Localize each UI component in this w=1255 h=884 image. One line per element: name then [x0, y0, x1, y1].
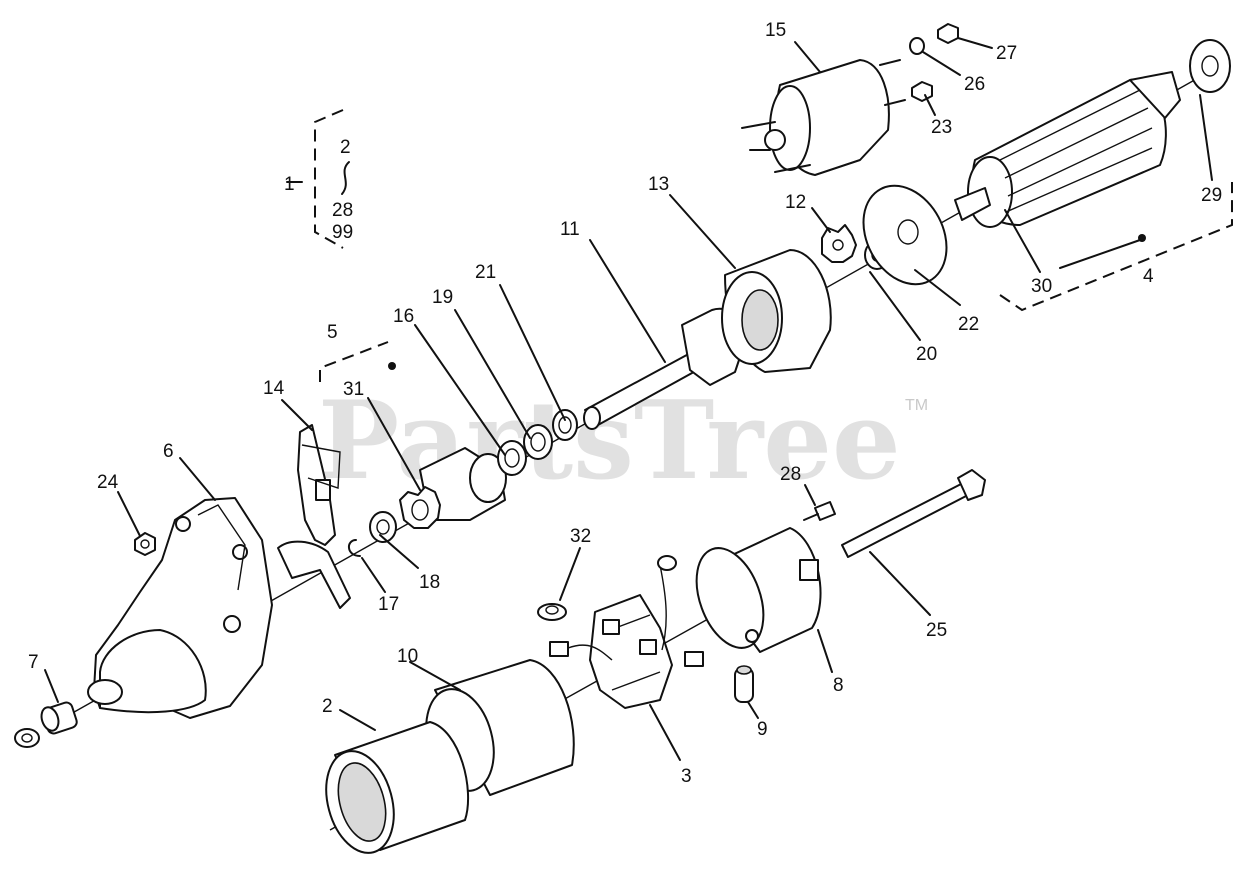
callout-4: 4 — [1143, 266, 1154, 287]
callout-21: 21 — [475, 262, 496, 283]
overrunning-clutch-part-31 — [399, 447, 507, 529]
callout-11: 11 — [560, 219, 580, 240]
nut-part-24 — [134, 532, 156, 556]
drive-housing-part-6 — [87, 497, 273, 719]
kit-bracket-1 — [286, 109, 350, 249]
callout-16: 16 — [393, 306, 414, 327]
callout-26: 26 — [964, 74, 985, 95]
planet-gear-part-12 — [821, 224, 857, 263]
grommet-part-9 — [734, 665, 754, 703]
callout-1: 1 — [284, 174, 295, 195]
brush-holder-part-3 — [549, 555, 704, 709]
callout-2: 2 — [322, 696, 333, 717]
callout-1-kit-99: 99 — [332, 222, 353, 243]
callout-22: 22 — [958, 314, 979, 335]
callout-19: 19 — [432, 287, 453, 308]
armature-part-4 — [954, 71, 1181, 242]
snap-ring-part-17 — [348, 539, 361, 557]
callout-10: 10 — [397, 646, 418, 667]
nut-part-27 — [937, 23, 959, 44]
pinion-shaft-part-11 — [583, 307, 746, 430]
end-frame-part-8 — [695, 527, 822, 653]
screw-part-28 — [803, 501, 836, 521]
callout-31: 31 — [343, 379, 364, 400]
callout-15: 15 — [765, 20, 786, 41]
callout-6: 6 — [163, 441, 174, 462]
frame-part-2 — [325, 721, 469, 854]
bearing-part-29 — [1189, 39, 1231, 93]
callout-13: 13 — [648, 174, 669, 195]
plate-part-22 — [862, 184, 948, 286]
callout-1-kit-2: 2 — [340, 137, 351, 158]
washer-part-19 — [523, 424, 553, 460]
callout-17: 17 — [378, 594, 399, 615]
callout-18: 18 — [419, 572, 440, 593]
callout-1-kit-28: 28 — [332, 200, 353, 221]
callout-29: 29 — [1201, 185, 1222, 206]
callout-labels: 1 2 28 99 2 3 4 5 6 7 8 9 10 11 12 13 14… — [28, 20, 1222, 787]
leader-lines — [44, 37, 1213, 761]
callout-9: 9 — [757, 719, 768, 740]
callout-3: 3 — [681, 766, 692, 787]
spring-part-32 — [537, 603, 567, 621]
collar-part-18 — [369, 511, 397, 543]
callout-12: 12 — [785, 192, 806, 213]
kit-bracket-4 — [999, 182, 1233, 312]
callout-27: 27 — [996, 43, 1017, 64]
callout-28: 28 — [780, 464, 801, 485]
gear-housing-part-13 — [721, 249, 832, 373]
bushing-part-7 — [40, 701, 78, 735]
callout-8: 8 — [833, 675, 844, 696]
callout-24: 24 — [97, 472, 119, 493]
washer-part-7 — [14, 728, 40, 748]
callout-5: 5 — [327, 322, 338, 343]
shift-lever-part-14 — [277, 424, 351, 609]
kit-bracket-5 — [319, 341, 396, 382]
callout-7: 7 — [28, 652, 39, 673]
washer-part-16 — [497, 440, 527, 476]
through-bolt-part-25 — [841, 469, 986, 558]
callout-23: 23 — [931, 117, 952, 138]
callout-32: 32 — [570, 526, 591, 547]
callout-25: 25 — [926, 620, 947, 641]
solenoid-part-15 — [741, 59, 906, 176]
nut-part-23 — [911, 81, 933, 102]
callout-20: 20 — [916, 344, 937, 365]
callout-14: 14 — [263, 378, 285, 399]
callout-30: 30 — [1031, 276, 1052, 297]
washer-part-21 — [552, 409, 578, 441]
watermark-trademark: TM — [905, 397, 928, 414]
washer-part-26 — [909, 37, 925, 55]
